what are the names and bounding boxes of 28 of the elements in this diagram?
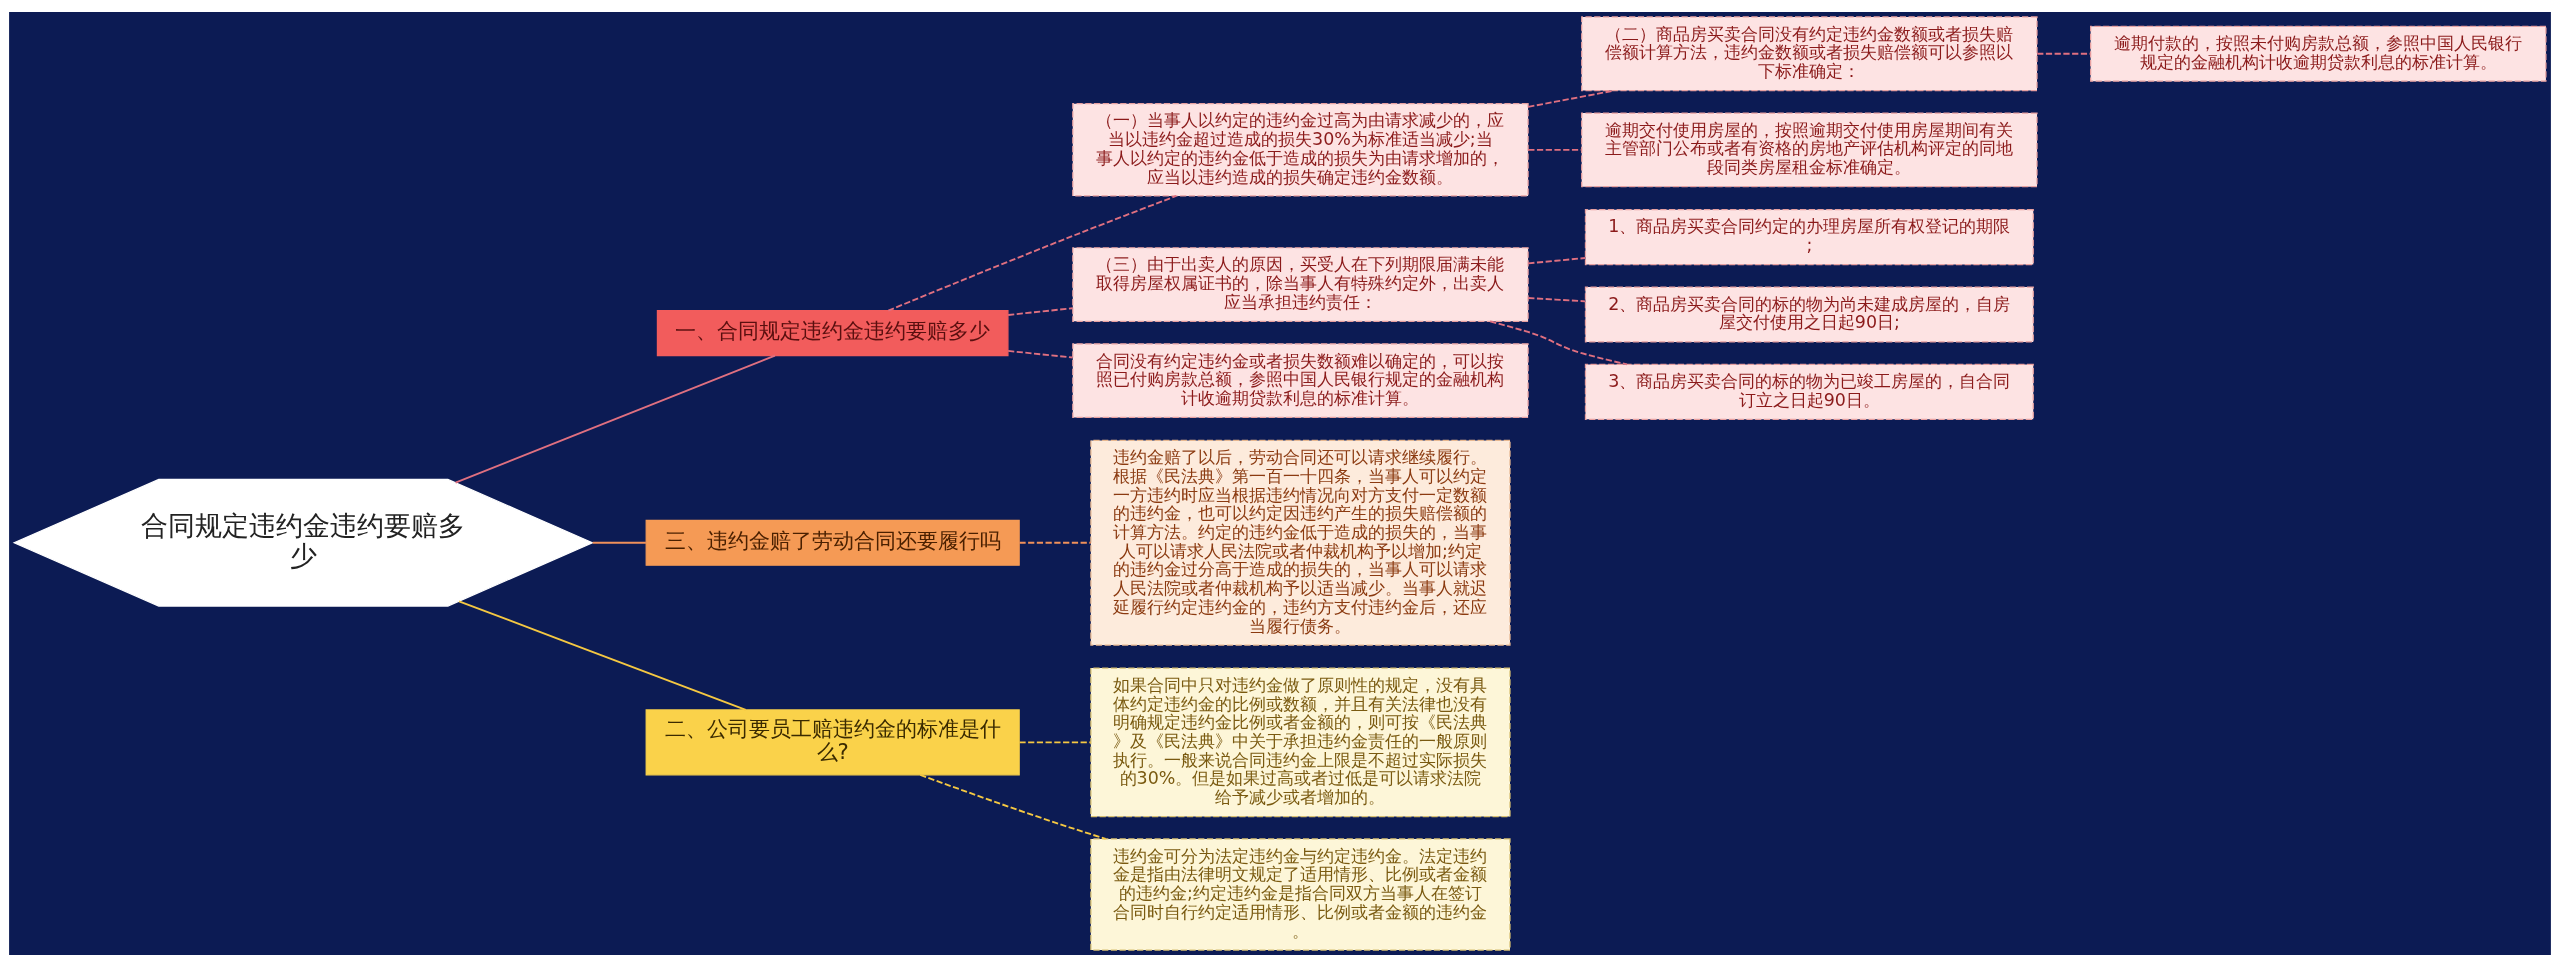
connector (1527, 89, 1615, 108)
node-box: 如果合同中只对违约金做了原则性的规定，没有具体约定违约金的比例或数额，并且有关法律也没有明确规定违约金比例或者金额的，则可按《民法典》及《民法典》中关于承担违约金责任的一般原则执行。一般来说合同违约金上限是不超过实际损失的30%。但是如果过高或者过低是可以请求法院给予减少或者增加的。 (1090, 667, 1511, 817)
connector (1018, 740, 1092, 743)
node-box: 2、商品房买卖合同的标的物为尚未建成房屋的，自房屋交付使用之日起90日; (1584, 285, 2034, 343)
node-box: 3、商品房买卖合同的标的物为已竣工房屋的，自合同订立之日起90日。 (1584, 363, 2034, 420)
connector (1018, 541, 1092, 544)
connector (1007, 349, 1074, 358)
node-box: （二）商品房买卖合同没有约定违约金数额或者损失赔偿额计算方法，违约金数额或者损失赔偿额可以参照以下标准确定： (1581, 15, 2038, 91)
node-box: 违约金赔了以后，劳动合同还可以请求继续履行。根据《民法典》第一百一十四条，当事人可以约定一方违约时应当根据违约情况向对方支付一定数额的违约金，也可以约定因违约产生的损失赔偿额的计算方法。约定的违约金低于造成的损失的，当事人可以请求人民法院或者仲裁机构予以增加;约定的违约金过分高于造成的损失的，当事人可以请求人民法院或者仲裁机构予以适当减少。当事人就迟延履行约定违约金的，违约方支付违约金后，还应当履行债务。 (1090, 439, 1511, 646)
node-box: 逾期付款的，按照未付购房款总额，参照中国人民银行规定的金融机构计收逾期贷款利息的标准计算。 (2090, 25, 2547, 82)
node-box: （一）当事人以约定的违约金过高为由请求减少的，应当以违约金超过造成的损失30%为标准适当减少;当事人以约定的违约金低于造成的损失为由请求增加的，应当以违约造成的损失确定违约金数额。 (1072, 102, 1529, 197)
node-box: 违约金可分为法定违约金与约定违约金。法定违约金是指由法律明文规定了适用情形、比例或者金额的违约金;约定违约金是指合同双方当事人在签订合同时自行约定适用情形、比例或者金额的违约金。 (1090, 837, 1511, 951)
connector (1527, 256, 1587, 264)
connector (887, 194, 1178, 312)
node-box: （三）由于出卖人的原因，买受人在下列期限届满未能取得房屋权属证书的，除当事人有特殊约定外，出卖人应当承担违约责任： (1072, 246, 1529, 322)
node-box: 合同没有约定违约金或者损失数额难以确定的，可以按照已付购房款总额，参照中国人民银行规定的金融机构计收逾期贷款利息的标准计算。 (1072, 342, 1529, 418)
node-box: 三、违约金赔了劳动合同还要履行吗 (645, 519, 1020, 566)
connector (919, 773, 1107, 840)
connector (458, 599, 747, 711)
node-box: 逾期交付使用房屋的，按照逾期交付使用房屋期间有关主管部门公布或者有资格的房地产评估机构评定的同地段同类房屋租金标准确定。 (1581, 111, 2038, 187)
connector (1007, 306, 1074, 316)
node-box: 二、公司要员工赔违约金的标准是什么? (645, 708, 1020, 775)
connector (454, 354, 776, 484)
connector (591, 541, 647, 544)
node-box: 一、合同规定违约金违约要赔多少 (656, 309, 1009, 356)
node-box: 1、商品房买卖合同约定的办理房屋所有权登记的期限; (1584, 208, 2034, 265)
connector (1489, 320, 1628, 365)
connector (1527, 296, 1587, 302)
